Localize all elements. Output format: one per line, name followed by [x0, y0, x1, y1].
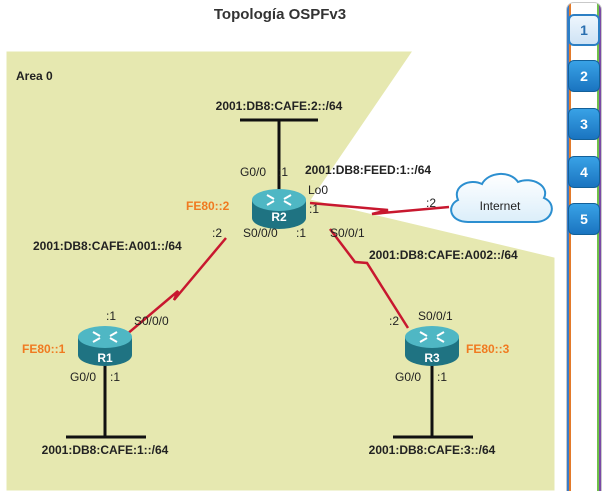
r3-g00-host: :1 [437, 370, 447, 384]
r3-link-local: FE80::3 [466, 342, 510, 356]
page-title: Topología OSPFv3 [213, 6, 347, 23]
router-arrows-icon [92, 331, 118, 343]
router-r2-name: R2 [271, 210, 287, 224]
router-arrows-icon [419, 331, 445, 343]
r1-s000-host: :1 [106, 309, 116, 323]
r2-g00-label: G0/0 [240, 165, 266, 179]
r1-g00-host: :1 [110, 370, 120, 384]
r2-lan-segment [240, 118, 318, 192]
step-navigation: 1 2 3 4 5 [562, 2, 604, 492]
r2-s001-label: S0/0/1 [330, 226, 365, 240]
r2-lo0-label: Lo0 [308, 183, 328, 197]
r1-r2-serial-network: 2001:DB8:CAFE:A001::/64 [33, 239, 182, 253]
r3-s001-label: S0/0/1 [418, 309, 453, 323]
r2-r3-serial-network: 2001:DB8:CAFE:A002::/64 [369, 248, 518, 262]
router-r2[interactable]: R2 [252, 189, 306, 229]
r2-lo0-host: :1 [309, 202, 319, 216]
internet-label: Internet [480, 199, 521, 213]
internet-host: :2 [426, 196, 436, 210]
r3-g00-label: G0/0 [395, 370, 421, 384]
r1-lan-segment [66, 360, 146, 439]
step-2-button[interactable]: 2 [568, 60, 600, 92]
internet-cloud [450, 173, 553, 223]
step-3-button[interactable]: 3 [568, 108, 600, 140]
step-4-button[interactable]: 4 [568, 156, 600, 188]
r3-lan-network: 2001:DB8:CAFE:3::/64 [369, 443, 496, 457]
r2-lan-network: 2001:DB8:CAFE:2::/64 [216, 99, 343, 113]
step-1-button[interactable]: 1 [568, 14, 600, 46]
r1-lan-network: 2001:DB8:CAFE:1::/64 [42, 443, 169, 457]
r2-link-local: FE80::2 [186, 199, 230, 213]
router-r3-name: R3 [424, 351, 440, 365]
loopback-network: 2001:DB8:FEED:1::/64 [305, 163, 431, 177]
area-0-region [6, 51, 555, 491]
router-r1-name: R1 [97, 351, 113, 365]
serial-link-r2-r3 [329, 228, 410, 329]
router-r1[interactable]: R1 [78, 326, 132, 366]
r3-s001-host: :2 [389, 314, 399, 328]
serial-link-r2-internet [309, 201, 450, 216]
r1-s000-label: S0/0/0 [134, 314, 169, 328]
topology-diagram: Area 0 Internet R2 R1 [6, 51, 555, 491]
r2-s000-host: :2 [212, 226, 222, 240]
r2-g00-host: :1 [278, 165, 288, 179]
r1-link-local: FE80::1 [22, 342, 66, 356]
area-label: Area 0 [16, 69, 53, 83]
r1-g00-label: G0/0 [70, 370, 96, 384]
router-r3[interactable]: R3 [405, 326, 459, 366]
router-arrows-icon [266, 194, 292, 206]
serial-link-r1-r2 [125, 237, 227, 336]
r2-s001-host: :1 [296, 226, 306, 240]
step-5-button[interactable]: 5 [568, 203, 600, 235]
r2-s000-label: S0/0/0 [243, 226, 278, 240]
r3-lan-segment [393, 360, 473, 439]
